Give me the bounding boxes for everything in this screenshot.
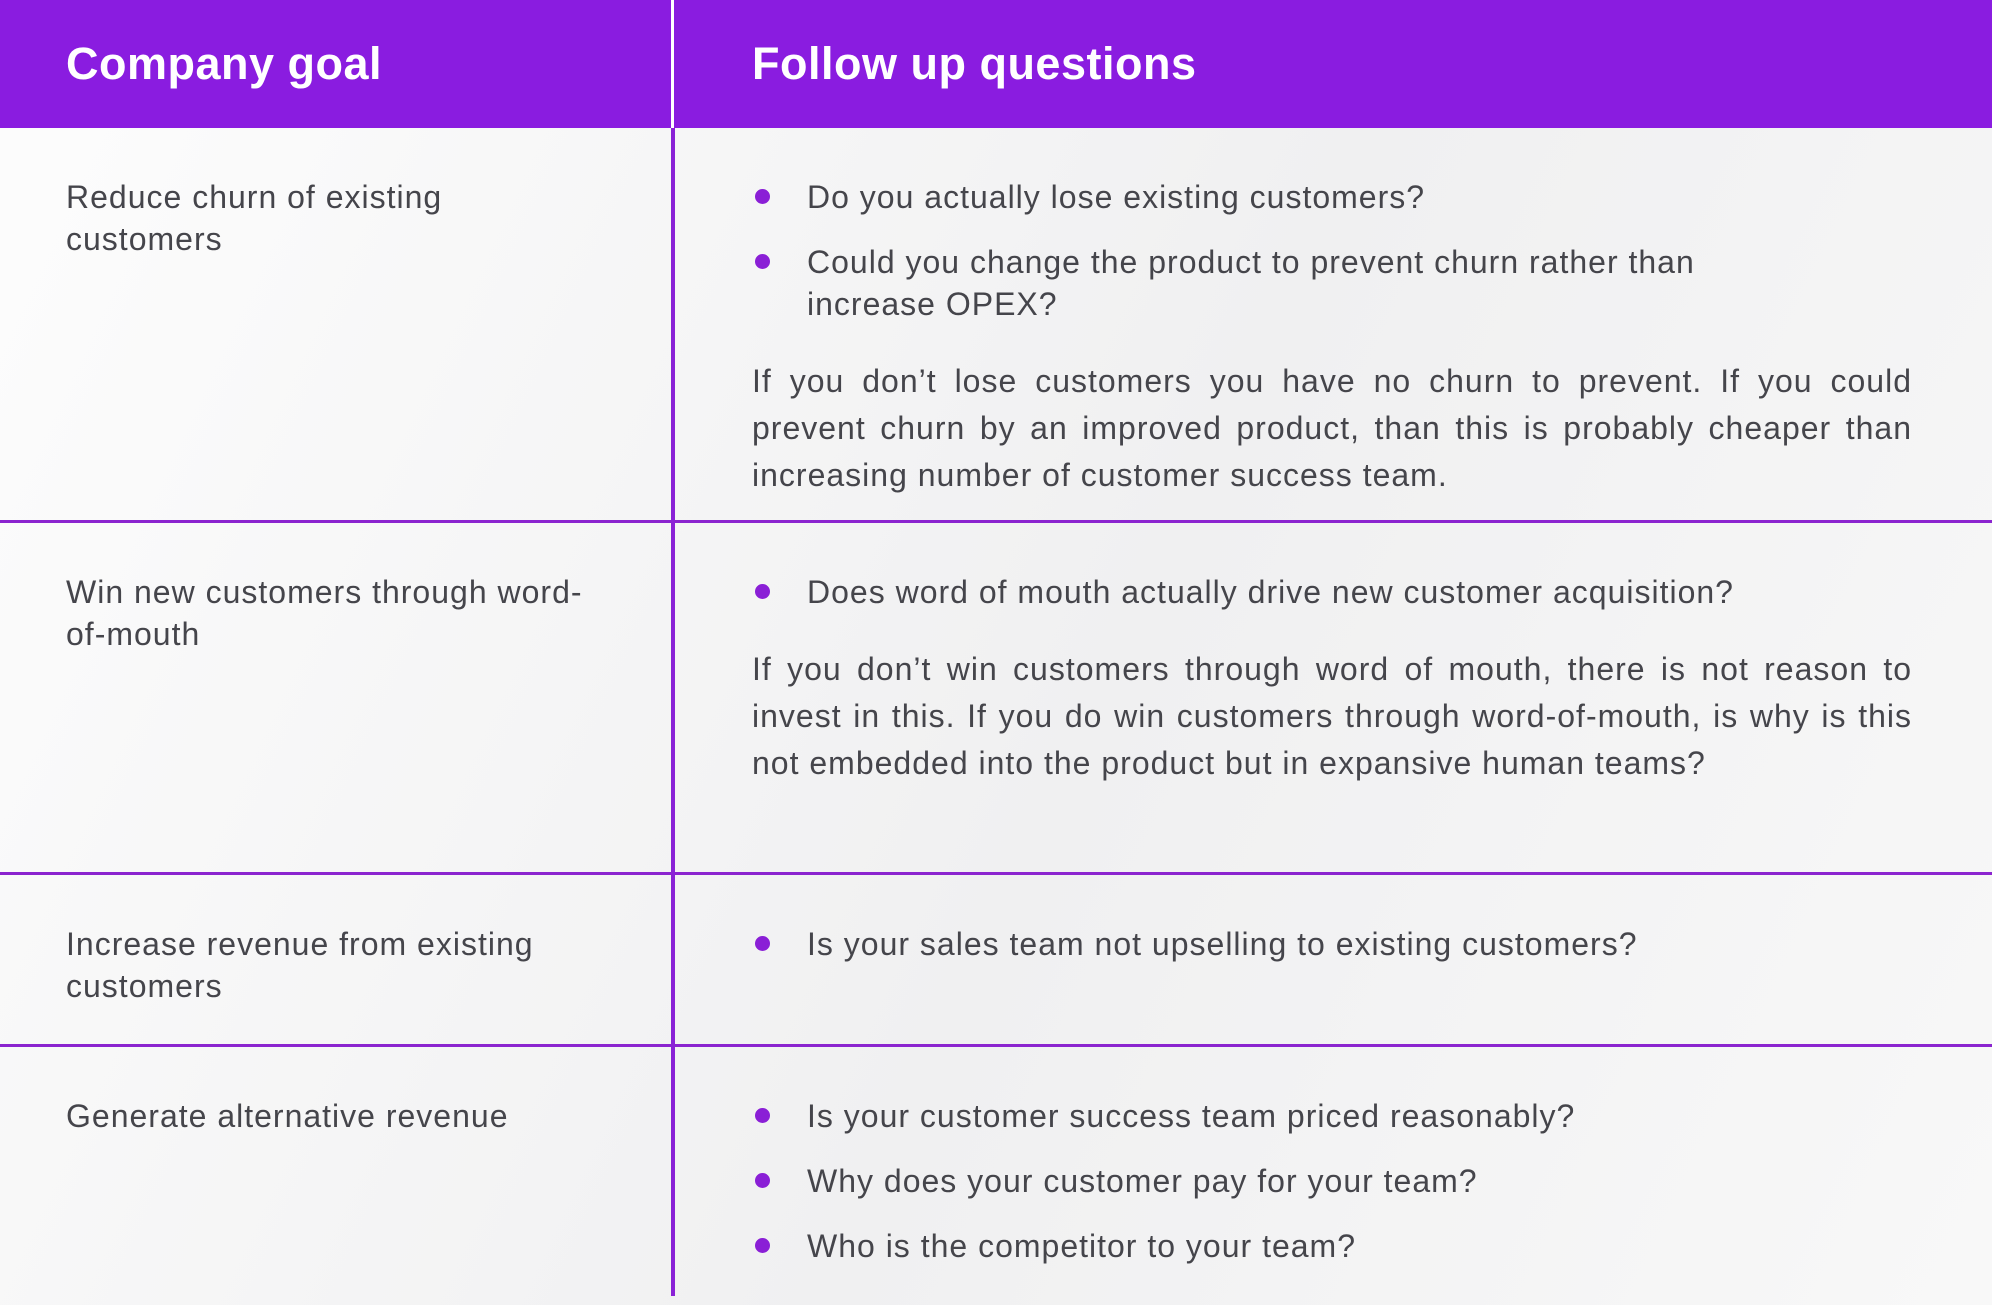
question-text: Why does your customer pay for your team… <box>807 1163 1478 1199</box>
questions-cell: Is your sales team not upselling to exis… <box>672 875 1992 1044</box>
question-list: Is your sales team not upselling to exis… <box>752 923 1912 965</box>
question-list: Is your customer success team priced rea… <box>752 1095 1912 1267</box>
goal-text: Reduce churn of existing customers <box>66 179 443 257</box>
goal-cell: Reduce churn of existing customers <box>0 128 672 520</box>
table-row: Increase revenue from existing customers… <box>0 872 1992 1044</box>
questions-cell: Do you actually lose existing customers?… <box>672 128 1992 520</box>
column-header-label: Company goal <box>66 38 383 89</box>
goal-cell: Win new customers through word-of-mouth <box>0 523 672 872</box>
column-divider-header-segment <box>671 0 674 128</box>
question-text: Is your customer success team priced rea… <box>807 1098 1576 1134</box>
note-text: If you don’t win customers through word … <box>752 651 1912 781</box>
question-text: Do you actually lose existing customers? <box>807 179 1426 215</box>
table-row: Generate alternative revenue Is your cus… <box>0 1044 1992 1305</box>
goal-text: Generate alternative revenue <box>66 1098 509 1134</box>
question-item: Is your customer success team priced rea… <box>752 1095 1817 1137</box>
question-text: Who is the competitor to your team? <box>807 1228 1356 1264</box>
goal-text: Win new customers through word-of-mouth <box>66 574 583 652</box>
question-item: Do you actually lose existing customers? <box>752 176 1817 218</box>
note-text: If you don’t lose customers you have no … <box>752 363 1912 493</box>
column-header-label: Follow up questions <box>752 38 1197 89</box>
question-item: Who is the competitor to your team? <box>752 1225 1817 1267</box>
column-divider <box>671 128 675 1296</box>
question-item: Does word of mouth actually drive new cu… <box>752 571 1817 613</box>
column-header-company-goal: Company goal <box>0 0 672 128</box>
question-text: Is your sales team not upselling to exis… <box>807 926 1638 962</box>
questions-cell: Is your customer success team priced rea… <box>672 1047 1992 1305</box>
questions-cell: Does word of mouth actually drive new cu… <box>672 523 1992 872</box>
question-item: Why does your customer pay for your team… <box>752 1160 1817 1202</box>
column-header-follow-up-questions: Follow up questions <box>672 0 1992 128</box>
question-item: Could you change the product to prevent … <box>752 241 1817 325</box>
table-row: Reduce churn of existing customers Do yo… <box>0 128 1992 520</box>
question-item: Is your sales team not upselling to exis… <box>752 923 1817 965</box>
table-row: Win new customers through word-of-mouth … <box>0 520 1992 872</box>
question-text: Does word of mouth actually drive new cu… <box>807 574 1734 610</box>
goal-cell: Increase revenue from existing customers <box>0 875 672 1044</box>
question-text: Could you change the product to prevent … <box>807 244 1695 322</box>
goal-cell: Generate alternative revenue <box>0 1047 672 1305</box>
table-header-row: Company goal Follow up questions <box>0 0 1992 128</box>
question-list: Do you actually lose existing customers?… <box>752 176 1912 325</box>
goal-text: Increase revenue from existing customers <box>66 926 534 1004</box>
question-list: Does word of mouth actually drive new cu… <box>752 571 1912 613</box>
